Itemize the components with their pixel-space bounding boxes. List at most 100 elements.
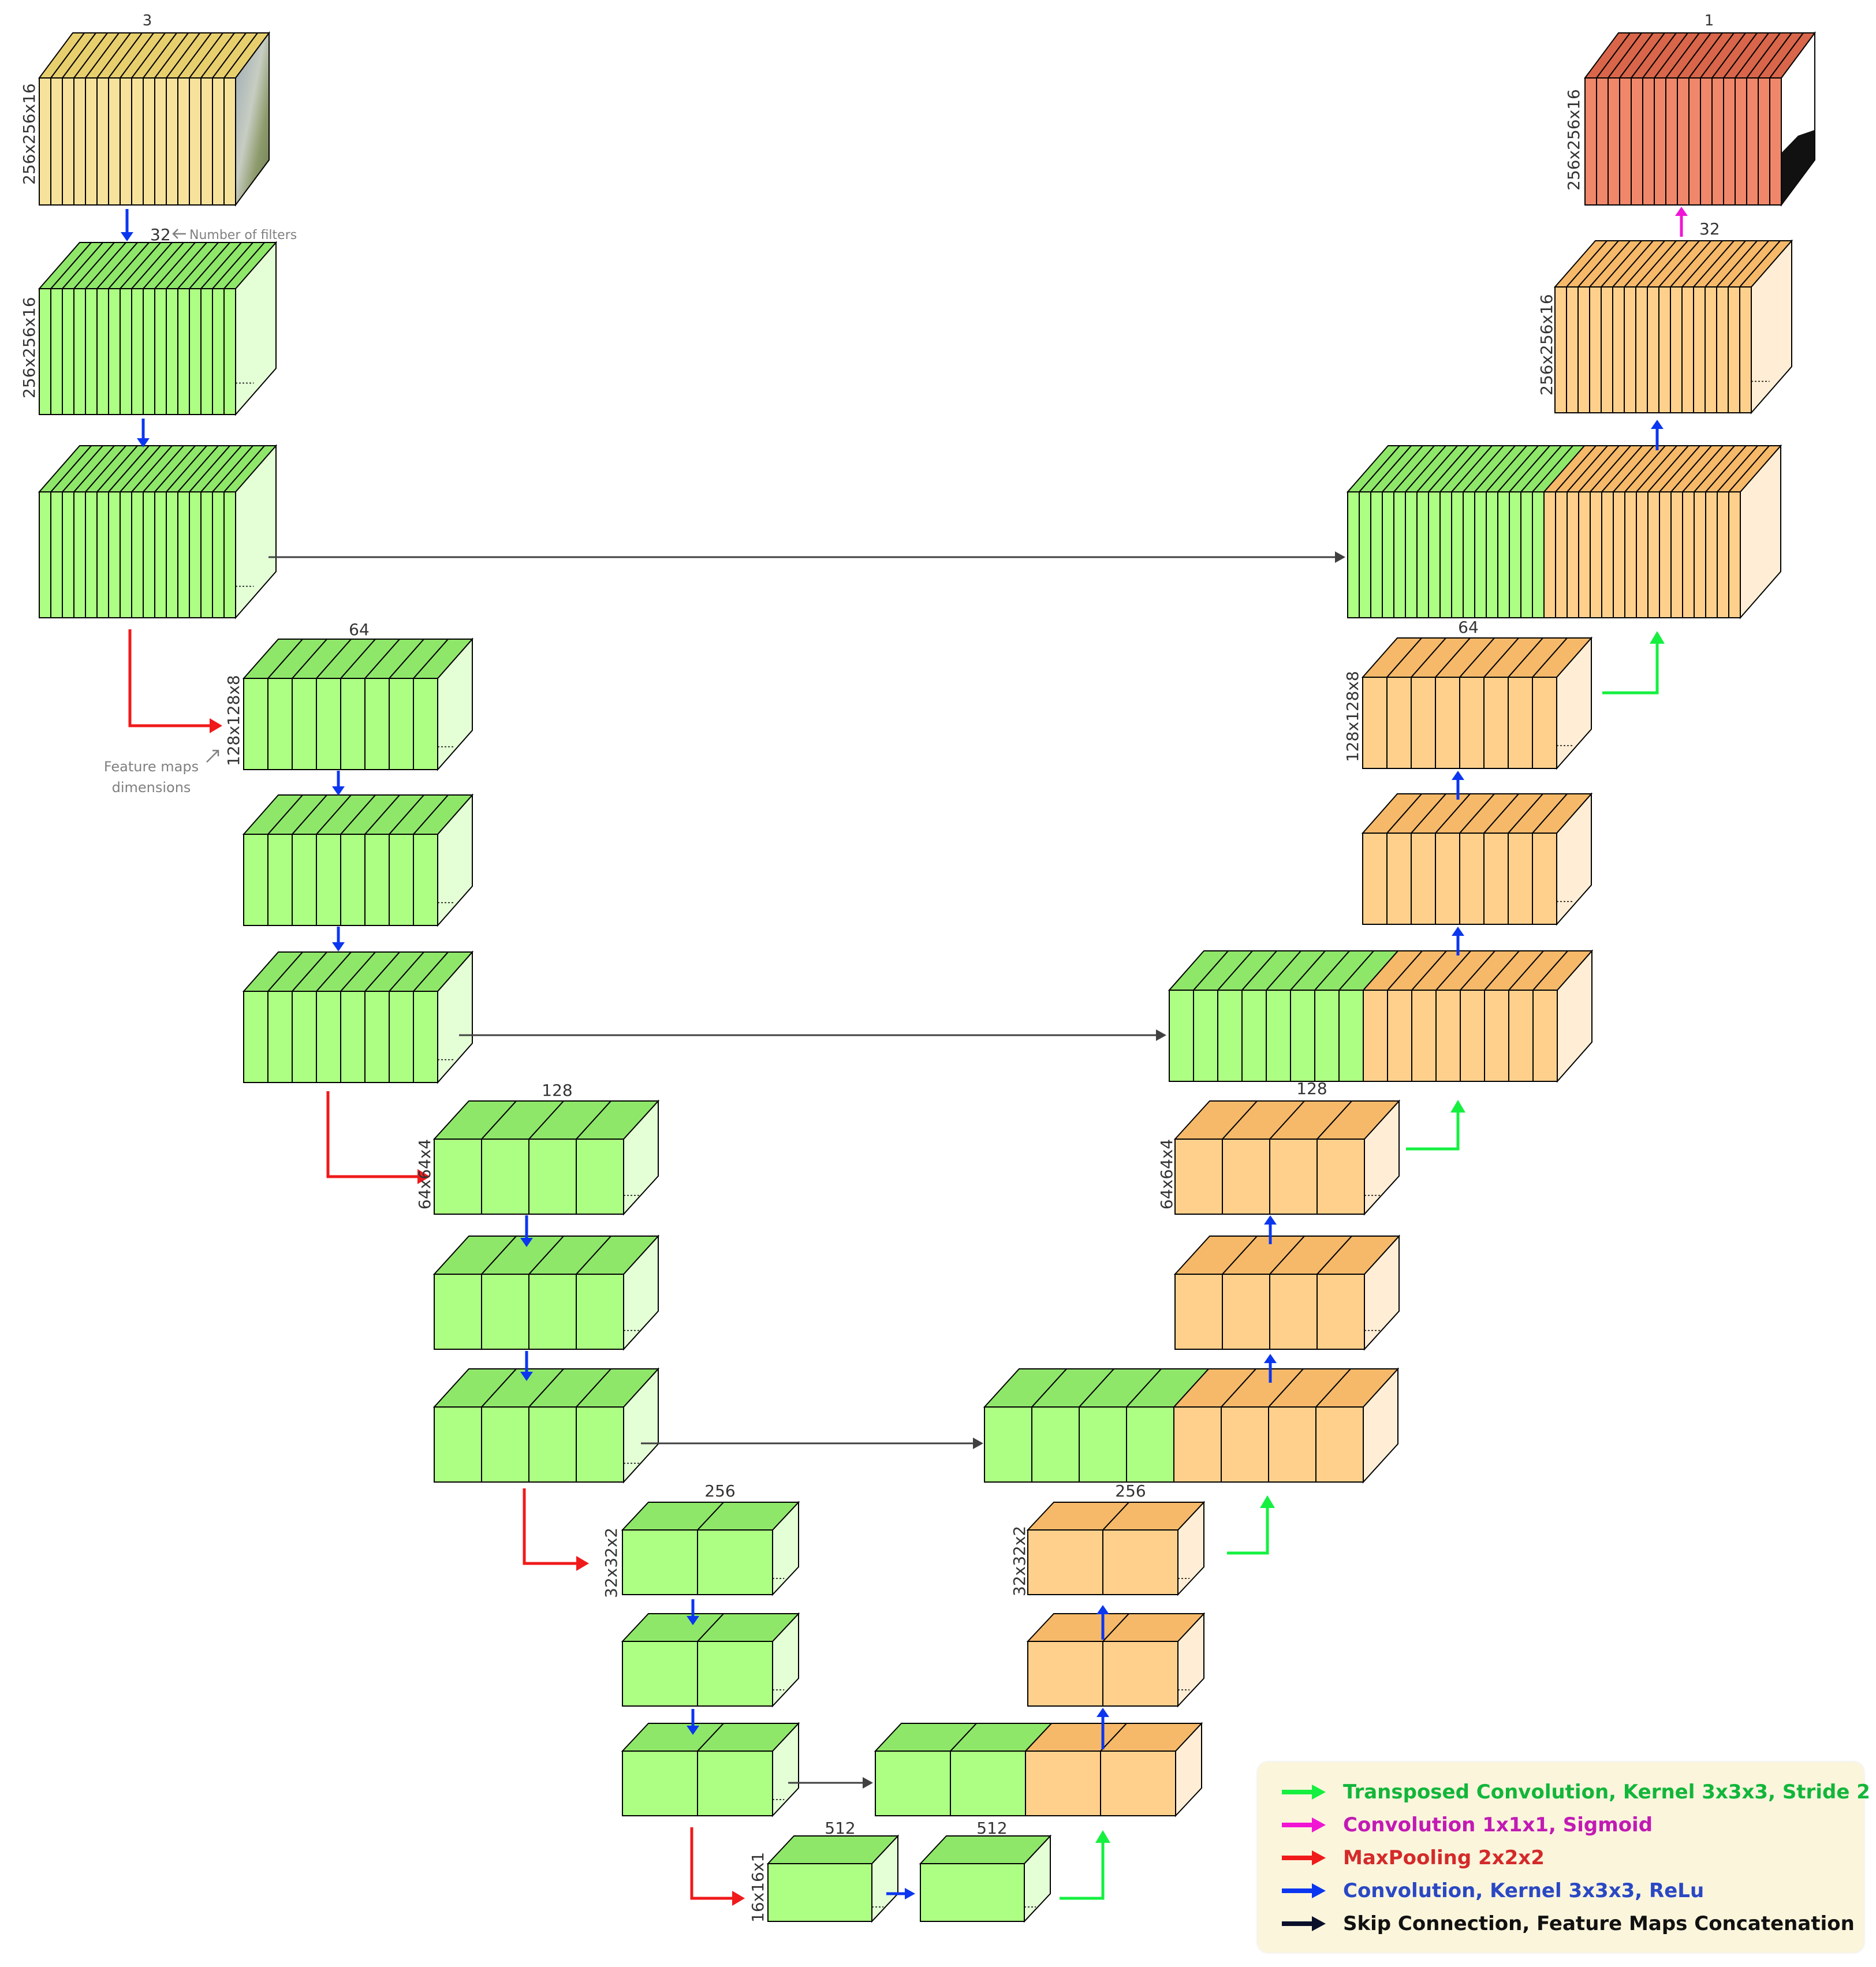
conv-arrow-bottleneck xyxy=(886,1888,915,1899)
decoder-level1-conv1 xyxy=(1553,239,1793,415)
maxpool-arrow-1 xyxy=(128,629,222,733)
output-dims-label: 256x256x16 xyxy=(1564,89,1583,191)
output-mask-stack xyxy=(1584,31,1816,207)
encoder-level3-conv2 xyxy=(432,1367,660,1484)
legend-label-sigmoid: Convolution 1x1x1, Sigmoid xyxy=(1343,1813,1653,1837)
level1-filters-label: 32 xyxy=(150,225,171,244)
feature-maps-pointer xyxy=(206,749,219,763)
red-arrow-icon xyxy=(1282,1850,1326,1865)
legend-label-skip: Skip Connection, Feature Maps Concatenat… xyxy=(1343,1912,1855,1935)
transposed-arrow-3 xyxy=(1227,1495,1275,1555)
conv-arrow-d4a xyxy=(1096,1708,1109,1749)
conv-arrow-l4a xyxy=(687,1599,699,1625)
conv-arrow-input xyxy=(121,209,133,241)
decoder-level1-dims-label: 256x256x16 xyxy=(1537,294,1556,395)
black-arrow-icon xyxy=(1282,1916,1326,1931)
conv-arrow-l3b xyxy=(520,1351,533,1381)
bottleneck-conv xyxy=(919,1834,1052,1923)
decoder-level4-conv1 xyxy=(1026,1612,1206,1708)
skip-arrow-4 xyxy=(788,1777,873,1789)
conv-arrow-d2b xyxy=(1452,771,1464,800)
skip-arrow-3 xyxy=(641,1438,983,1449)
green-arrow-icon xyxy=(1282,1785,1326,1800)
conv-arrow-l2a xyxy=(332,771,345,796)
decoder-level1-concat xyxy=(1346,444,1782,619)
decoder-level2-up xyxy=(1361,636,1593,770)
legend-item-transposed: Transposed Convolution, Kernel 3x3x3, St… xyxy=(1281,1778,1870,1806)
decoder-level4-concat xyxy=(874,1722,1203,1817)
level3-filters-label: 128 xyxy=(542,1081,572,1100)
input-image-stack xyxy=(38,31,270,207)
decoder-level3-filters-label: 128 xyxy=(1296,1079,1327,1098)
conv-arrow-d3a xyxy=(1264,1354,1277,1383)
level2-filters-label: 64 xyxy=(349,620,370,639)
encoder-level1-conv2 xyxy=(38,444,278,619)
output-filters-label: 1 xyxy=(1705,12,1714,29)
transposed-arrow-4 xyxy=(1060,1830,1110,1900)
encoder-level2-conv2 xyxy=(242,950,474,1084)
sigmoid-arrow xyxy=(1675,207,1688,237)
maxpool-arrow-2 xyxy=(326,1091,430,1184)
conv-arrow-d2a xyxy=(1452,927,1464,955)
encoder-level4-pool xyxy=(621,1501,800,1596)
bottleneck1-filters-label: 512 xyxy=(825,1819,855,1838)
feature-maps-note-line2: dimensions xyxy=(112,779,191,796)
conv-arrow-d1 xyxy=(1651,420,1664,450)
encoder-level2-conv1 xyxy=(242,793,474,927)
legend-item-sigmoid: Convolution 1x1x1, Sigmoid xyxy=(1281,1811,1653,1839)
input-filters-label: 3 xyxy=(143,12,152,29)
legend-label-conv: Convolution, Kernel 3x3x3, ReLu xyxy=(1343,1879,1705,1902)
decoder-level1-filters-label: 32 xyxy=(1699,219,1720,238)
transposed-arrow-1 xyxy=(1602,631,1665,695)
legend-label-transposed: Transposed Convolution, Kernel 3x3x3, St… xyxy=(1343,1781,1870,1804)
conv-arrow-l4b xyxy=(687,1709,699,1735)
decoder-level4-up xyxy=(1026,1501,1206,1596)
level3-dims-label: 64x64x4 xyxy=(415,1139,434,1210)
feature-maps-note-line1: Feature maps xyxy=(104,759,199,775)
magenta-arrow-icon xyxy=(1282,1817,1326,1832)
encoder-level3-conv1 xyxy=(432,1234,660,1351)
decoder-level3-dims-label: 64x64x4 xyxy=(1157,1139,1176,1210)
legend-item-skip: Skip Connection, Feature Maps Concatenat… xyxy=(1281,1909,1855,1938)
decoder-level2-concat xyxy=(1168,949,1594,1083)
conv-arrow-l1 xyxy=(137,419,150,447)
number-of-filters-pointer xyxy=(172,229,186,239)
legend: Transposed Convolution, Kernel 3x3x3, St… xyxy=(1258,1762,1870,1953)
encoder-level1-conv1 xyxy=(38,241,278,416)
legend-item-conv: Convolution, Kernel 3x3x3, ReLu xyxy=(1281,1876,1704,1905)
decoder-level4-dims-label: 32x32x2 xyxy=(1010,1526,1029,1596)
decoder-level3-up xyxy=(1173,1099,1401,1216)
conv-arrow-d4b xyxy=(1096,1605,1109,1640)
skip-arrow-2 xyxy=(459,1029,1166,1041)
level1-dims-label: 256x256x16 xyxy=(20,297,39,398)
decoder-level2-filters-label: 64 xyxy=(1458,618,1479,637)
maxpool-arrow-3 xyxy=(523,1488,589,1571)
bottleneck2-filters-label: 512 xyxy=(976,1819,1007,1838)
conv-arrow-l3a xyxy=(520,1215,533,1247)
conv-arrow-l2b xyxy=(332,927,345,951)
decoder-level2-dims-label: 128x128x8 xyxy=(1343,671,1362,762)
level4-dims-label: 32x32x2 xyxy=(602,1528,621,1598)
transposed-arrow-2 xyxy=(1406,1100,1465,1151)
bottleneck-dims-label: 16x16x1 xyxy=(748,1852,767,1923)
input-dims-label: 256x256x16 xyxy=(20,83,39,185)
maxpool-arrow-4 xyxy=(690,1827,745,1906)
decoder-level4-filters-label: 256 xyxy=(1115,1481,1146,1501)
encoder-level3-pool xyxy=(432,1099,660,1216)
level4-filters-label: 256 xyxy=(704,1481,735,1501)
encoder-level4-conv2 xyxy=(621,1722,800,1817)
decoder-level3-concat xyxy=(983,1367,1400,1484)
skip-arrow-1 xyxy=(268,551,1345,563)
level2-dims-label: 128x128x8 xyxy=(224,675,243,766)
bottleneck-pool xyxy=(766,1834,900,1923)
encoder-level2-pool xyxy=(242,637,474,771)
decoder-level3-conv1 xyxy=(1173,1234,1401,1351)
blue-arrow-icon xyxy=(1282,1883,1326,1898)
legend-item-maxpool: MaxPooling 2x2x2 xyxy=(1281,1843,1545,1872)
decoder-level2-conv1 xyxy=(1361,792,1593,926)
encoder-level4-conv1 xyxy=(621,1612,800,1708)
number-of-filters-note: Number of filters xyxy=(189,228,297,242)
legend-label-maxpool: MaxPooling 2x2x2 xyxy=(1343,1846,1545,1869)
conv-arrow-d3b xyxy=(1264,1215,1277,1244)
